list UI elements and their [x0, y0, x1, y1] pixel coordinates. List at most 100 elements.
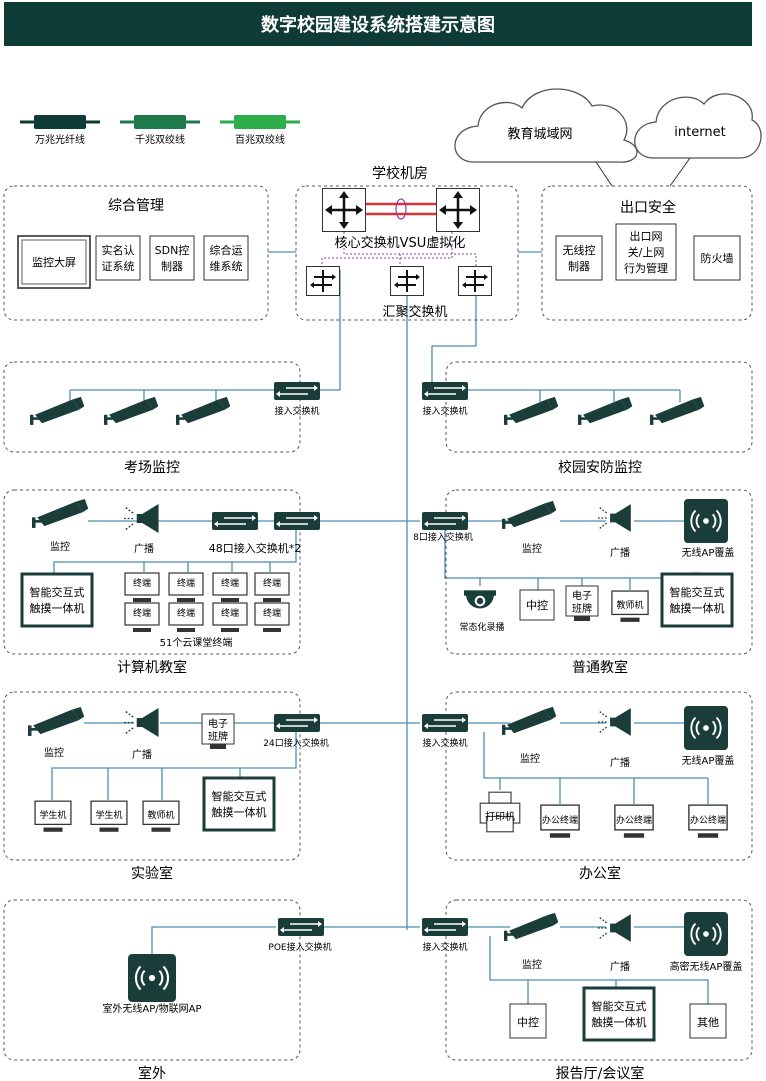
svg-text:证系统: 证系统 — [102, 260, 135, 273]
svg-text:智能交互式: 智能交互式 — [670, 585, 725, 599]
office-title: 办公室 — [579, 865, 621, 882]
normal-access-switch — [422, 512, 468, 530]
core-switch-a — [322, 188, 366, 232]
svg-text:出口网: 出口网 — [630, 229, 663, 243]
comp-camera-label: 监控 — [50, 540, 70, 553]
comp-switch-label: 48口接入交换机*2 — [209, 541, 302, 555]
lab-speaker — [124, 707, 160, 738]
comp-camera — [32, 498, 89, 528]
mgmt-title: 综合管理 — [108, 198, 164, 214]
aggregation-switch-3 — [458, 266, 492, 296]
svg-text:千兆双绞线: 千兆双绞线 — [135, 133, 185, 146]
normal-switch-label: 8口接入交换机 — [413, 531, 473, 543]
svg-text:教育城域网: 教育城域网 — [507, 126, 572, 142]
cloud-internet: internet — [634, 93, 762, 159]
outdoor-poe-switch — [278, 918, 324, 936]
svg-text:触摸一体机: 触摸一体机 — [212, 805, 267, 819]
legend: 万兆光纤线 千兆双绞线 百兆双绞线 — [20, 115, 300, 146]
campus-camera-2 — [578, 396, 633, 425]
svg-text:学生机: 学生机 — [95, 809, 122, 821]
svg-text:关/上网: 关/上网 — [628, 245, 665, 259]
cloud-terminals: 终端 终端 终端 终端 终端 终端 终端 终端 — [124, 572, 290, 633]
office-camera — [502, 706, 557, 735]
exam-camera-2 — [104, 396, 159, 425]
comp-switch-1 — [212, 512, 258, 530]
normal-eboard: 电子 班牌 — [565, 585, 599, 621]
hall-switch-label: 接入交换机 — [422, 941, 467, 953]
outdoor-ap-label: 室外无线AP/物联网AP — [102, 1002, 201, 1015]
svg-text:办公终端: 办公终端 — [616, 814, 652, 826]
svg-text:智能交互式: 智能交互式 — [592, 999, 647, 1013]
svg-text:学生机: 学生机 — [39, 809, 66, 821]
lab-student-pc-2: 学生机 — [90, 800, 128, 833]
svg-text:SDN控: SDN控 — [155, 243, 190, 257]
agg-switch-label: 汇聚交换机 — [382, 304, 447, 320]
normal-camera — [502, 500, 557, 529]
normal-teacher-pc: 教师机 — [611, 590, 649, 623]
svg-text:触摸一体机: 触摸一体机 — [30, 601, 85, 615]
svg-text:实名认: 实名认 — [102, 243, 135, 257]
normal-central-control: 中控 — [519, 589, 555, 621]
hall-speaker — [598, 913, 632, 943]
campus-camera-1 — [504, 396, 559, 425]
lab-access-switch — [274, 714, 320, 732]
hall-title: 报告厅/会议室 — [556, 1065, 645, 1081]
svg-text:综合运: 综合运 — [210, 243, 243, 257]
legend-100m: 百兆双绞线 — [220, 115, 300, 146]
title-bar — [4, 2, 752, 46]
office-speaker — [598, 707, 632, 737]
cloud-edu-network: 教育城域网 — [454, 88, 638, 163]
office-terminal-3: 办公终端 — [688, 804, 728, 839]
office-terminal-1: 办公终端 — [540, 804, 580, 839]
aggregation-switch-1 — [306, 266, 340, 296]
lab-teacher-pc: 教师机 — [142, 800, 180, 833]
cloud-terminal-caption: 51个云课堂终端 — [160, 636, 233, 649]
exit-gateway: 出口网 关/上网 行为管理 — [615, 223, 677, 281]
lab-title: 实验室 — [131, 865, 173, 882]
normal-camera-label: 监控 — [522, 542, 542, 555]
outdoor-title: 室外 — [138, 1065, 166, 1081]
exam-switch-label: 接入交换机 — [274, 405, 319, 417]
svg-text:维系统: 维系统 — [210, 260, 243, 273]
svg-text:智能交互式: 智能交互式 — [30, 585, 85, 599]
real-name-auth-system: 实名认 证系统 — [95, 235, 141, 281]
svg-text:打印机: 打印机 — [485, 810, 515, 823]
normal-speaker-label: 广播 — [610, 546, 630, 559]
svg-text:终端: 终端 — [221, 577, 239, 589]
normal-smart-board: 智能交互式 触摸一体机 — [660, 572, 734, 628]
normal-ap-icon — [684, 499, 728, 543]
normal-speaker — [598, 503, 632, 533]
svg-text:制器: 制器 — [161, 260, 183, 273]
office-speaker-label: 广播 — [610, 756, 630, 769]
svg-text:办公终端: 办公终端 — [690, 814, 726, 826]
comp-smart-board: 智能交互式 触摸一体机 — [20, 572, 94, 628]
campus-title: 校园安防监控 — [558, 459, 642, 476]
svg-text:终端: 终端 — [133, 577, 151, 589]
hall-ap-icon — [684, 912, 728, 956]
office-ap-label: 无线AP覆盖 — [682, 754, 735, 767]
svg-text:触摸一体机: 触摸一体机 — [592, 1015, 647, 1029]
svg-text:终端: 终端 — [177, 577, 195, 589]
page-title: 数字校园建设系统搭建示意图 — [261, 14, 495, 36]
svg-text:制器: 制器 — [568, 260, 590, 273]
svg-text:终端: 终端 — [133, 607, 151, 619]
svg-text:internet: internet — [674, 125, 725, 140]
lab-student-pc-1: 学生机 — [34, 800, 72, 833]
hall-smart-board: 智能交互式 触摸一体机 — [582, 986, 656, 1042]
svg-text:万兆光纤线: 万兆光纤线 — [35, 133, 85, 146]
svg-text:班牌: 班牌 — [572, 602, 592, 615]
comp-speaker-label: 广播 — [134, 542, 154, 555]
office-camera-label: 监控 — [520, 752, 540, 765]
hall-other: 其他 — [689, 1003, 727, 1039]
exit-title: 出口安全 — [620, 199, 676, 216]
svg-text:无线控: 无线控 — [563, 243, 596, 257]
outdoor-ap-icon — [128, 954, 176, 1002]
svg-text:电子: 电子 — [572, 589, 592, 602]
hall-ap-label: 高密无线AP覆盖 — [670, 960, 743, 973]
office-switch-label: 接入交换机 — [422, 737, 467, 749]
svg-text:办公终端: 办公终端 — [542, 814, 578, 826]
svg-text:电子: 电子 — [208, 717, 228, 730]
aggregation-switch-2 — [390, 266, 424, 296]
svg-text:终端: 终端 — [263, 577, 281, 589]
